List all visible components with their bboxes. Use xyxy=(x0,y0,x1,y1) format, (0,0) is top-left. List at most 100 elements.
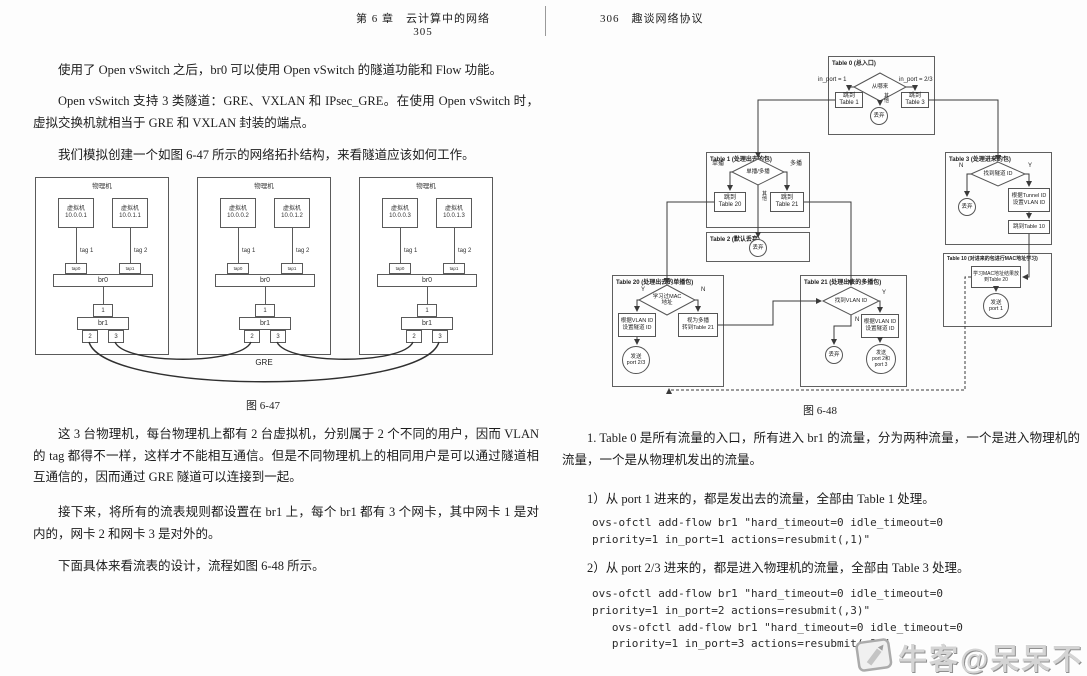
vm-name: 虚拟机 xyxy=(390,205,409,212)
br0-bridge-bar: br0 xyxy=(215,274,315,287)
node-jump-table1: 跳到 Table 1 xyxy=(835,92,863,108)
paragraph: 2）从 port 2/3 进来的，都是进入物理机的流量，全部由 Table 3 … xyxy=(587,561,970,575)
diamond-mac-learned: 学习过MAC 地址 xyxy=(652,294,682,306)
page-header-left: 第 6 章 云计算中的网络 305 xyxy=(356,13,502,38)
vlan-tag-label: tag 1 xyxy=(404,248,418,254)
vm-name: 虚拟机 xyxy=(444,205,463,212)
port-box: 2 xyxy=(82,330,98,343)
code-block-ovs-ofctl-2: ovs-ofctl add-flow br1 "hard_timeout=0 i… xyxy=(592,587,963,651)
node-set-vlan: 根据Tunnel ID 设置VLAN ID xyxy=(1008,188,1050,212)
paragraph: 接下来，将所有的流表规则都设置在 br1 上，每个 br1 都有 3 个网卡，其… xyxy=(33,505,539,541)
edge-label-n: N xyxy=(701,287,706,293)
diamond-found-vlan-id: 找到VLAN ID xyxy=(834,298,868,304)
edge-label-n: N xyxy=(959,163,964,169)
node-drop-circle: 丢弃 xyxy=(825,346,843,364)
edge-label-other: 其 他 xyxy=(762,191,768,202)
edge-label-inport23: in_port = 2/3 xyxy=(899,77,933,83)
connector-line xyxy=(76,228,77,263)
node-drop-circle: 丢弃 xyxy=(958,198,976,216)
watermark-text: 牛客@呆呆不戴 xyxy=(898,644,1084,676)
page-header-right: 306 趣谈网络协议 xyxy=(600,13,704,25)
section-title: Table 10 (对进来的包进行MAC地址学习) xyxy=(947,256,1038,262)
br1-bridge-bar: br1 xyxy=(77,317,129,330)
vlan-tag-label: tag 1 xyxy=(242,248,256,254)
br1-bridge-bar: br1 xyxy=(401,317,453,330)
edge-label-inport1: in_port = 1 xyxy=(818,77,847,83)
node-jump-table21: 跳到 Table 21 xyxy=(770,192,804,212)
vlan-tag-label: tag 2 xyxy=(458,248,472,254)
connector-line xyxy=(400,228,401,263)
port-box: 1 xyxy=(255,304,275,317)
code-block-ovs-ofctl-1: ovs-ofctl add-flow br1 "hard_timeout=0 i… xyxy=(592,516,943,546)
port-box: 2 xyxy=(406,330,422,343)
port-box: 1 xyxy=(93,304,113,317)
tap-port-box: tap0 xyxy=(227,263,249,274)
node-set-tunnel: 根据VLAN ID 设置隧道 ID xyxy=(618,313,656,337)
vlan-tag-label: tag 1 xyxy=(80,248,94,254)
br1-bridge-bar: br1 xyxy=(239,317,291,330)
vm-name: 虚拟机 xyxy=(120,205,139,212)
physical-machine-box-1: 物理机 虚拟机 10.0.0.1 虚拟机 10.0.1.1 tag 1 tag … xyxy=(35,177,169,355)
machine-title: 物理机 xyxy=(92,183,112,190)
vm-box: 虚拟机 10.0.0.2 xyxy=(220,198,256,228)
port-box: 1 xyxy=(417,304,437,317)
figure-caption-648: 图 6-48 xyxy=(803,405,837,417)
port-box: 3 xyxy=(270,330,286,343)
section-title: Table 20 (处理出去的单播包) xyxy=(616,280,694,286)
br0-bridge-bar: br0 xyxy=(53,274,153,287)
edge-label-multicast: 多播 xyxy=(790,161,803,167)
connector-line xyxy=(103,287,104,304)
paragraph: 使用了 Open vSwitch 之后，br0 可以使用 Open vSwitc… xyxy=(58,63,503,77)
vm-box: 虚拟机 10.0.1.1 xyxy=(112,198,148,228)
vm-box: 虚拟机 10.0.0.3 xyxy=(382,198,418,228)
gre-tunnel-label: GRE xyxy=(255,358,273,367)
br0-bridge-bar: br0 xyxy=(377,274,477,287)
tap-port-box: tap1 xyxy=(119,263,141,274)
paragraph: Open vSwitch 支持 3 类隧道：GRE、VXLAN 和 IPsec_… xyxy=(33,94,539,130)
connector-line xyxy=(238,228,239,263)
machine-title: 物理机 xyxy=(416,183,436,190)
section-title: Table 21 (处理出去的多播包) xyxy=(804,280,882,286)
node-set-tunnel: 根据VLAN ID 设置隧道 ID xyxy=(861,314,899,338)
section-table0: Table 0 (总入口) xyxy=(828,56,935,135)
node-mac-learn: 学习MAC地址结果放 到Table 20 xyxy=(971,266,1021,288)
paragraph: 我们模拟创建一个如图 6-47 所示的网络拓扑结构，来看隧道应该如何工作。 xyxy=(58,148,475,162)
connector-line xyxy=(130,228,131,263)
node-drop-circle: 丢弃 xyxy=(870,107,888,125)
section-table3: Table 3 (处理进来的包) xyxy=(945,152,1052,245)
edge-label-n: N xyxy=(855,317,860,323)
physical-machine-box-2: 物理机 虚拟机 10.0.0.2 虚拟机 10.0.1.2 tag 1 tag … xyxy=(197,177,331,355)
vm-ip: 10.0.1.3 xyxy=(443,213,465,219)
diamond-found-tunnel-id: 找到隧道 ID xyxy=(983,171,1013,177)
watermark: 牛客@呆呆不戴 xyxy=(850,632,1087,676)
vm-ip: 10.0.1.1 xyxy=(119,213,141,219)
tap-port-box: tap1 xyxy=(281,263,303,274)
header-divider xyxy=(545,6,546,36)
vm-ip: 10.0.0.3 xyxy=(389,213,411,219)
vm-ip: 10.0.0.1 xyxy=(65,213,87,219)
vm-box: 虚拟机 10.0.1.2 xyxy=(274,198,310,228)
machine-title: 物理机 xyxy=(254,183,274,190)
vm-ip: 10.0.0.2 xyxy=(227,213,249,219)
connector-line xyxy=(292,228,293,263)
vlan-tag-label: tag 2 xyxy=(296,248,310,254)
tap-port-box: tap1 xyxy=(443,263,465,274)
node-treat-as-multicast: 视为多播 转到Table 21 xyxy=(678,313,718,337)
edge-label-unicast: 单播 xyxy=(712,161,725,167)
node-send-port1-circle: 发送 port 1 xyxy=(983,293,1009,319)
vm-name: 虚拟机 xyxy=(228,205,247,212)
paragraph: 下面具体来看流表的设计，流程如图 6-48 所示。 xyxy=(58,559,325,573)
vm-name: 虚拟机 xyxy=(66,205,85,212)
node-send-port2-3-circle: 发送 port 2和 port 3 xyxy=(866,344,896,374)
nowcoder-logo-icon xyxy=(855,638,893,672)
node-send-port23-circle: 发送 port 2/3 xyxy=(622,346,650,374)
connector-line xyxy=(265,287,266,304)
port-box: 2 xyxy=(244,330,260,343)
paragraph: 这 3 台物理机，每台物理机上都有 2 台虚拟机，分别属于 2 个不同的用户，因… xyxy=(33,427,539,484)
physical-machine-box-3: 物理机 虚拟机 10.0.0.3 虚拟机 10.0.1.3 tag 1 tag … xyxy=(359,177,493,355)
tap-port-box: tap0 xyxy=(389,263,411,274)
paragraph: 1）从 port 1 进来的，都是发出去的流量，全部由 Table 1 处理。 xyxy=(587,492,935,506)
figure-caption-647: 图 6-47 xyxy=(246,400,280,412)
edge-label-other: 其 他 xyxy=(884,93,890,104)
